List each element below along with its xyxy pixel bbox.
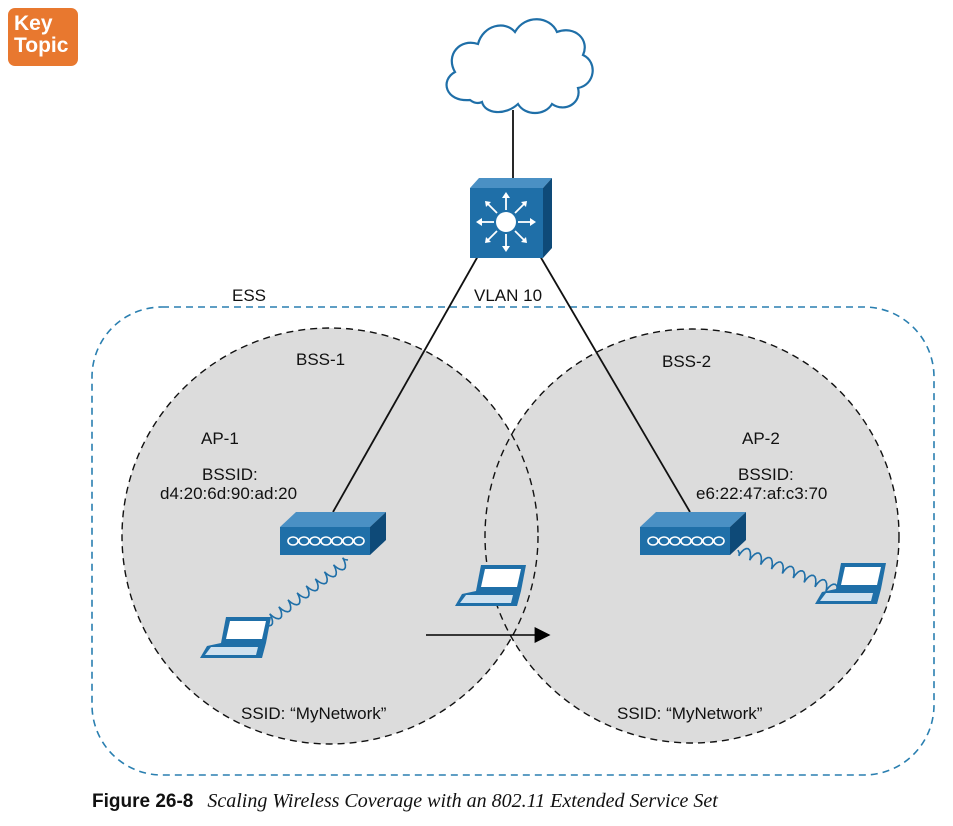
switch-to-ap1-link xyxy=(332,255,479,513)
wired-links xyxy=(332,110,691,513)
bss-2-boundary xyxy=(484,328,900,744)
badge-line-2: Topic xyxy=(14,34,69,57)
ess-label: ESS xyxy=(232,286,266,305)
vlan-label: VLAN 10 xyxy=(474,286,542,305)
figure-number: Figure 26-8 xyxy=(92,791,194,812)
ap-1-label: AP-1 xyxy=(201,429,239,448)
ap-2-label: AP-2 xyxy=(742,429,780,448)
bssid-2-heading: BSSID: xyxy=(738,465,794,484)
multilayer-switch-icon xyxy=(470,178,552,258)
bssid-1-heading: BSSID: xyxy=(202,465,258,484)
laptop-icon xyxy=(815,563,886,604)
figure-title: Scaling Wireless Coverage with an 802.11… xyxy=(207,790,718,812)
figure-caption: Figure 26-8 Scaling Wireless Coverage wit… xyxy=(92,790,718,813)
bss-1-label: BSS-1 xyxy=(296,350,345,369)
laptop-icon xyxy=(200,617,271,658)
ssid-1-label: SSID: “MyNetwork” xyxy=(241,704,387,723)
switch-to-ap2-link xyxy=(539,255,691,513)
bss-2-label: BSS-2 xyxy=(662,352,711,371)
ess-boundary xyxy=(91,306,935,776)
laptop-icon xyxy=(455,565,526,606)
access-point-icon xyxy=(280,512,386,555)
key-topic-badge: Key Topic xyxy=(8,8,78,66)
access-point-icon xyxy=(640,512,746,555)
bss-1-boundary xyxy=(121,327,539,745)
ssid-2-label: SSID: “MyNetwork” xyxy=(617,704,763,723)
bss-cells xyxy=(121,327,900,745)
cloud-icon xyxy=(445,18,594,115)
badge-line-1: Key xyxy=(14,12,53,35)
bssid-1-value: d4:20:6d:90:ad:20 xyxy=(160,484,297,503)
wireless-signal-icon xyxy=(264,547,839,627)
bssid-2-value: e6:22:47:af:c3:70 xyxy=(696,484,827,503)
